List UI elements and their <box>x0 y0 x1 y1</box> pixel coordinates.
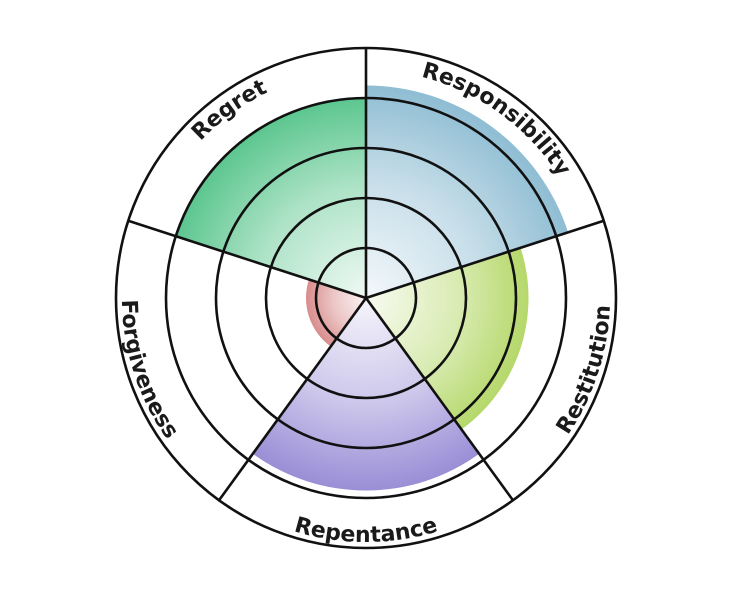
label-restitution: Restitution <box>552 304 616 438</box>
segment-repentance <box>252 298 480 491</box>
spoke-3 <box>364 297 515 502</box>
segment-forgiveness <box>306 279 366 347</box>
spoke-4 <box>217 297 368 502</box>
segment-responsibility <box>366 85 569 298</box>
spoke-2 <box>365 219 605 300</box>
spokes-group <box>127 48 605 502</box>
spoke-5 <box>127 219 367 300</box>
